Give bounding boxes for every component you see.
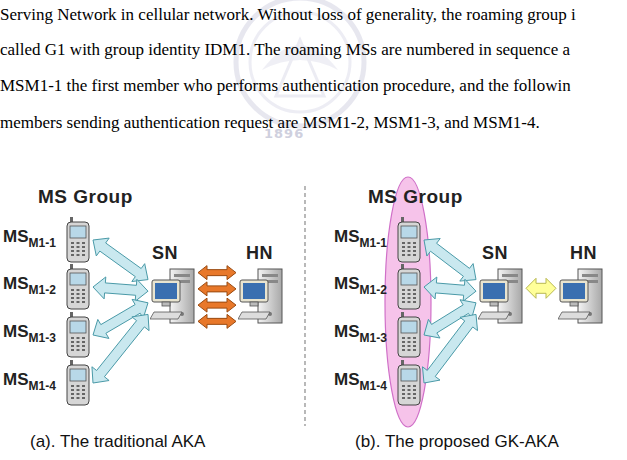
mobile-station: MSM1-3: [334, 312, 422, 358]
phone-icon: [398, 360, 420, 405]
phone-icon: [398, 312, 420, 357]
phone-icon: [396, 312, 422, 358]
server-name: HN: [570, 243, 597, 264]
watermark-text: 1896: [264, 126, 304, 141]
station-label: MSM1-1: [334, 227, 387, 247]
phone-icon: [67, 360, 89, 405]
server-icon: [238, 268, 284, 326]
mobile-station: MSM1-1: [3, 217, 91, 263]
message-arrow: [422, 314, 477, 383]
phone-icon: [396, 217, 422, 263]
station-subscript: M1-1: [29, 236, 56, 250]
message-arrow: [93, 277, 148, 301]
station-name: MS: [3, 274, 29, 293]
mobile-station: MSM1-3: [3, 312, 91, 358]
mobile-station: MSM1-2: [3, 264, 91, 310]
phone-icon: [396, 264, 422, 310]
network-server: SN: [478, 268, 524, 326]
station-label: MSM1-2: [334, 274, 387, 294]
phone-icon: [398, 217, 420, 262]
auth-arrow: [198, 314, 236, 328]
station-subscript: M1-2: [360, 283, 387, 297]
station-label: MSM1-4: [334, 370, 387, 390]
body-text: Serving Network in cellular network. Wit…: [0, 5, 576, 25]
station-subscript: M1-4: [29, 379, 56, 393]
station-label: MSM1-3: [334, 322, 387, 342]
station-label: MSM1-2: [3, 274, 56, 294]
server-icon: [150, 268, 196, 326]
station-name: MS: [3, 322, 29, 341]
phone-icon: [65, 217, 91, 263]
station-name: MS: [334, 274, 360, 293]
server-icon: [558, 268, 604, 326]
station-name: MS: [334, 370, 360, 389]
subfigure-caption: (b). The proposed GK-AKA: [355, 432, 559, 452]
phone-icon: [65, 312, 91, 358]
station-subscript: M1-3: [29, 331, 56, 345]
mobile-station: MSM1-4: [3, 360, 91, 406]
mobile-station: MSM1-4: [334, 360, 422, 406]
message-arrow: [93, 238, 148, 281]
server-name: SN: [482, 243, 508, 264]
watermark-ring: [250, 12, 350, 112]
phone-icon: [398, 264, 420, 309]
network-server: HN: [558, 268, 604, 326]
auth-arrow: [198, 298, 236, 312]
station-label: MSM1-1: [3, 227, 56, 247]
group-auth-arrow: [526, 278, 556, 298]
network-server: SN: [150, 268, 196, 326]
auth-arrow: [198, 266, 236, 280]
body-text: called G1 with group identity IDM1. The …: [0, 40, 570, 60]
station-subscript: M1-3: [360, 331, 387, 345]
message-arrow: [424, 239, 476, 282]
group-ellipse: MS GroupMSM1-1MSM1-2MSM1-3MSM1-4: [384, 176, 432, 428]
station-name: MS: [334, 322, 360, 341]
message-arrow: [424, 300, 476, 338]
station-subscript: M1-1: [360, 236, 387, 250]
panel-divider: [304, 186, 305, 426]
station-name: MS: [3, 227, 29, 246]
server-icon: [150, 269, 194, 323]
mobile-station: MSM1-1: [334, 217, 422, 263]
server-name: HN: [246, 243, 273, 264]
server-name: SN: [152, 243, 178, 264]
server-icon: [478, 269, 522, 323]
group-title: MS Group: [38, 186, 133, 208]
phone-icon: [65, 264, 91, 310]
server-icon: [478, 268, 524, 326]
station-name: MS: [3, 370, 29, 389]
station-name: MS: [334, 227, 360, 246]
station-label: MSM1-4: [3, 370, 56, 390]
message-arrow: [93, 299, 148, 338]
phone-icon: [67, 264, 89, 309]
network-server: HN: [238, 268, 284, 326]
station-subscript: M1-2: [29, 283, 56, 297]
group-title: MS Group: [368, 186, 463, 208]
phone-icon: [65, 360, 91, 406]
mobile-station: MSM1-2: [334, 264, 422, 310]
phone-icon: [67, 217, 89, 262]
station-label: MSM1-3: [3, 322, 56, 342]
message-arrow: [92, 314, 149, 383]
server-icon: [558, 269, 602, 323]
station-subscript: M1-4: [360, 379, 387, 393]
phone-icon: [67, 312, 89, 357]
subfigure-caption: (a). The traditional AKA: [30, 432, 205, 452]
phone-icon: [396, 360, 422, 406]
body-text: MSM1-1 the first member who performs aut…: [0, 76, 571, 96]
group-outline: [385, 177, 431, 427]
auth-arrow: [198, 282, 236, 296]
server-icon: [238, 269, 282, 323]
message-arrow: [424, 277, 476, 301]
